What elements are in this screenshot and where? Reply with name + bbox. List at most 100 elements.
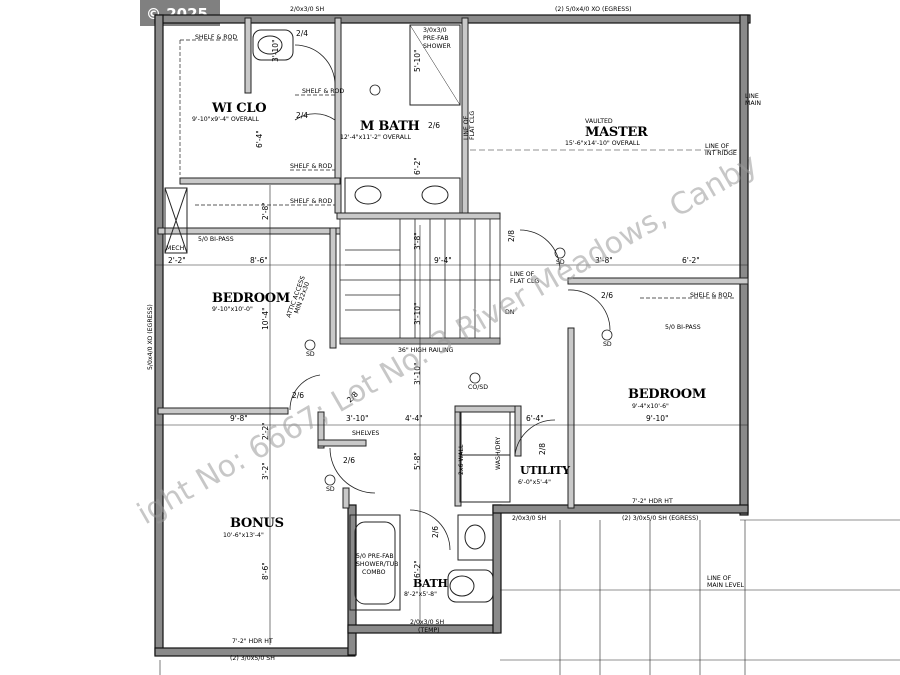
room-bath: BATH xyxy=(413,577,448,590)
tub-note-2: SHOWER/TUB xyxy=(356,561,398,568)
dim-d2-6a: 2/6 xyxy=(428,121,440,130)
line-main-level-b: MAIN LEVEL xyxy=(707,582,744,589)
dim-d5-10: 5'-10" xyxy=(413,49,422,72)
shelf-rod-3: SHELF & ROD xyxy=(290,163,332,170)
line-int-ridge-a: LINE OF xyxy=(705,143,730,150)
dim-d2-6e: 2/6 xyxy=(431,526,440,538)
dim-d8-6: 8'-6" xyxy=(250,256,268,265)
window-left-bedroom: 5/0x4/0 XO (EGRESS) xyxy=(147,304,154,370)
dim-d2-2v: 2'-2" xyxy=(261,422,270,440)
shelf-rod-2: SHELF & ROD xyxy=(302,88,344,95)
dim-d3-10-v: 3'-10" xyxy=(271,39,280,62)
shelves-label: SHELVES xyxy=(352,430,379,437)
room-utility-size: 6'-0"x5'-4" xyxy=(518,479,551,486)
room-utility: UTILITY xyxy=(520,464,570,477)
shelf-rod-5: SHELF & ROD xyxy=(690,292,732,299)
dim-d2-4a: 2/4 xyxy=(296,29,308,38)
dim-d2-6b: 2/6 xyxy=(601,291,613,300)
room-bedroom-right-size: 9'-4"x10'-6" xyxy=(632,403,669,410)
high-railing: 36" HIGH RAILING xyxy=(398,347,454,354)
window-bedroom-egress: (2) 3/0x5/0 SH (EGRESS) xyxy=(622,515,698,522)
room-m-bath: M BATH xyxy=(360,119,419,134)
bi-pass-right: 5/0 BI-PASS xyxy=(665,324,701,331)
room-m-bath-size: 12'-4"x11'-2" OVERALL xyxy=(340,134,411,141)
window-bottom-bonus: (2) 3/0x5/0 SH xyxy=(230,655,275,662)
washer-dryer xyxy=(459,411,511,503)
dim-d6-2h: 6'-2" xyxy=(682,256,700,265)
room-bonus: BONUS xyxy=(230,516,284,531)
wash-dry-label: WASH/DRY xyxy=(495,437,502,470)
line-flat-clg-2b: FLAT CLG xyxy=(510,278,539,285)
dim-d3-10-x: 3'-10" xyxy=(413,362,422,385)
room-wi-clo-size: 9'-10"x9'-4" OVERALL xyxy=(192,116,260,123)
closet-shelves xyxy=(179,39,735,299)
sd-label-3: SD xyxy=(603,341,612,348)
dim-d3-10-h: 3'-10" xyxy=(346,414,369,423)
shelf-rod-1: SHELF & ROD xyxy=(195,34,237,41)
watermark: ight No: 6667; Lot No. 3 River Meadows, … xyxy=(132,147,764,532)
master-shower xyxy=(409,24,461,106)
dim-d6-2b: 6'-2" xyxy=(413,560,422,578)
master-toilet xyxy=(252,29,294,61)
door-swings xyxy=(289,44,611,551)
room-master-note: VAULTED xyxy=(585,118,613,125)
dim-d9-4: 9'-4" xyxy=(434,256,452,265)
room-bonus-size: 10'-6"x13'-4" xyxy=(223,532,264,539)
interior-walls xyxy=(157,17,749,509)
line-main-level-a: LINE OF xyxy=(707,575,732,582)
line-main-a: LINE xyxy=(745,93,759,100)
dim-d2-2: 2'-2" xyxy=(168,256,186,265)
dim-d2-6d: 2/6 xyxy=(343,456,355,465)
hdr-ht-bonus: 7'-2" HDR HT xyxy=(232,638,273,645)
dim-d2-8b: 2/8 xyxy=(538,443,547,455)
bath-fixtures xyxy=(447,514,494,603)
room-bath-size: 8'-2"x5'-8" xyxy=(404,591,437,598)
line-int-ridge-b: INT RIDGE xyxy=(705,150,737,157)
sd-label-2: SD xyxy=(306,351,315,358)
shower-note-1: 3/0x3/0 xyxy=(423,27,447,34)
smoke-detectors xyxy=(304,84,613,486)
dim-d5-8: 5'-8" xyxy=(413,452,422,470)
tub-note-3: COMBO xyxy=(362,569,386,576)
dim-d3-8: 3'-8" xyxy=(413,232,422,250)
window-bath-temp-2: (TEMP) xyxy=(418,627,440,634)
room-wi-clo: WI CLO xyxy=(211,101,266,116)
tub-note-1: 5/0 PRE-FAB xyxy=(356,553,394,560)
dim-d3-2: 3'-2" xyxy=(261,462,270,480)
dimension-lines xyxy=(155,149,900,675)
sd-label-1: SD xyxy=(556,259,565,266)
window-bath-temp: 2/0x3/0 SH xyxy=(410,619,444,626)
room-bedroom-left-size: 9'-10"x10'-0" xyxy=(212,306,253,313)
wall-2x6-label: 2x6 WALL xyxy=(458,444,465,475)
bi-pass-left: 5/0 BI-PASS xyxy=(198,236,234,243)
shower-note-3: SHOWER xyxy=(423,43,451,50)
window-utility-sh: 2/0x3/0 SH xyxy=(512,515,546,522)
window-top-master: (2) 5/0x4/0 XO (EGRESS) xyxy=(555,6,632,13)
dim-d10-4: 10'-4" xyxy=(261,307,270,330)
dim-d6-4-v: 6'-4" xyxy=(255,130,264,148)
dim-d2-6c: 2/6 xyxy=(292,391,304,400)
hdr-ht-bedroom: 7'-2" HDR HT xyxy=(632,498,673,505)
mech-closet xyxy=(164,187,188,254)
dim-d2-8v: 2'-8" xyxy=(261,202,270,220)
dim-d3-8h: 3'-8" xyxy=(595,256,613,265)
dim-d9-10: 9'-10" xyxy=(646,414,669,423)
room-bedroom-left: BEDROOM xyxy=(212,291,290,306)
shelf-rod-4: SHELF & ROD xyxy=(290,198,332,205)
room-master-size: 15'-6"x14'-10" OVERALL xyxy=(565,140,640,147)
dim-d4-4: 4'-4" xyxy=(405,414,423,423)
line-flat-clg-1a: LINE OF xyxy=(463,115,470,140)
dim-d3-10s: 3'-10" xyxy=(413,302,422,325)
master-sinks xyxy=(344,177,461,214)
line-main-b: MAIN xyxy=(745,100,761,107)
dim-d2-8a: 2/8 xyxy=(507,230,516,242)
mech-label: MECH xyxy=(166,245,185,252)
dn-label: DN xyxy=(505,309,515,316)
dim-d6-2a: 6'-2" xyxy=(413,157,422,175)
line-flat-clg-2a: LINE OF xyxy=(510,271,535,278)
dim-d8-6v: 8'-6" xyxy=(261,562,270,580)
room-master: MASTER xyxy=(585,125,648,140)
dim-d2-4b: 2/4 xyxy=(296,111,308,120)
sd-label-4: SD xyxy=(326,486,335,493)
cosd-label: CO/SD xyxy=(468,384,488,391)
